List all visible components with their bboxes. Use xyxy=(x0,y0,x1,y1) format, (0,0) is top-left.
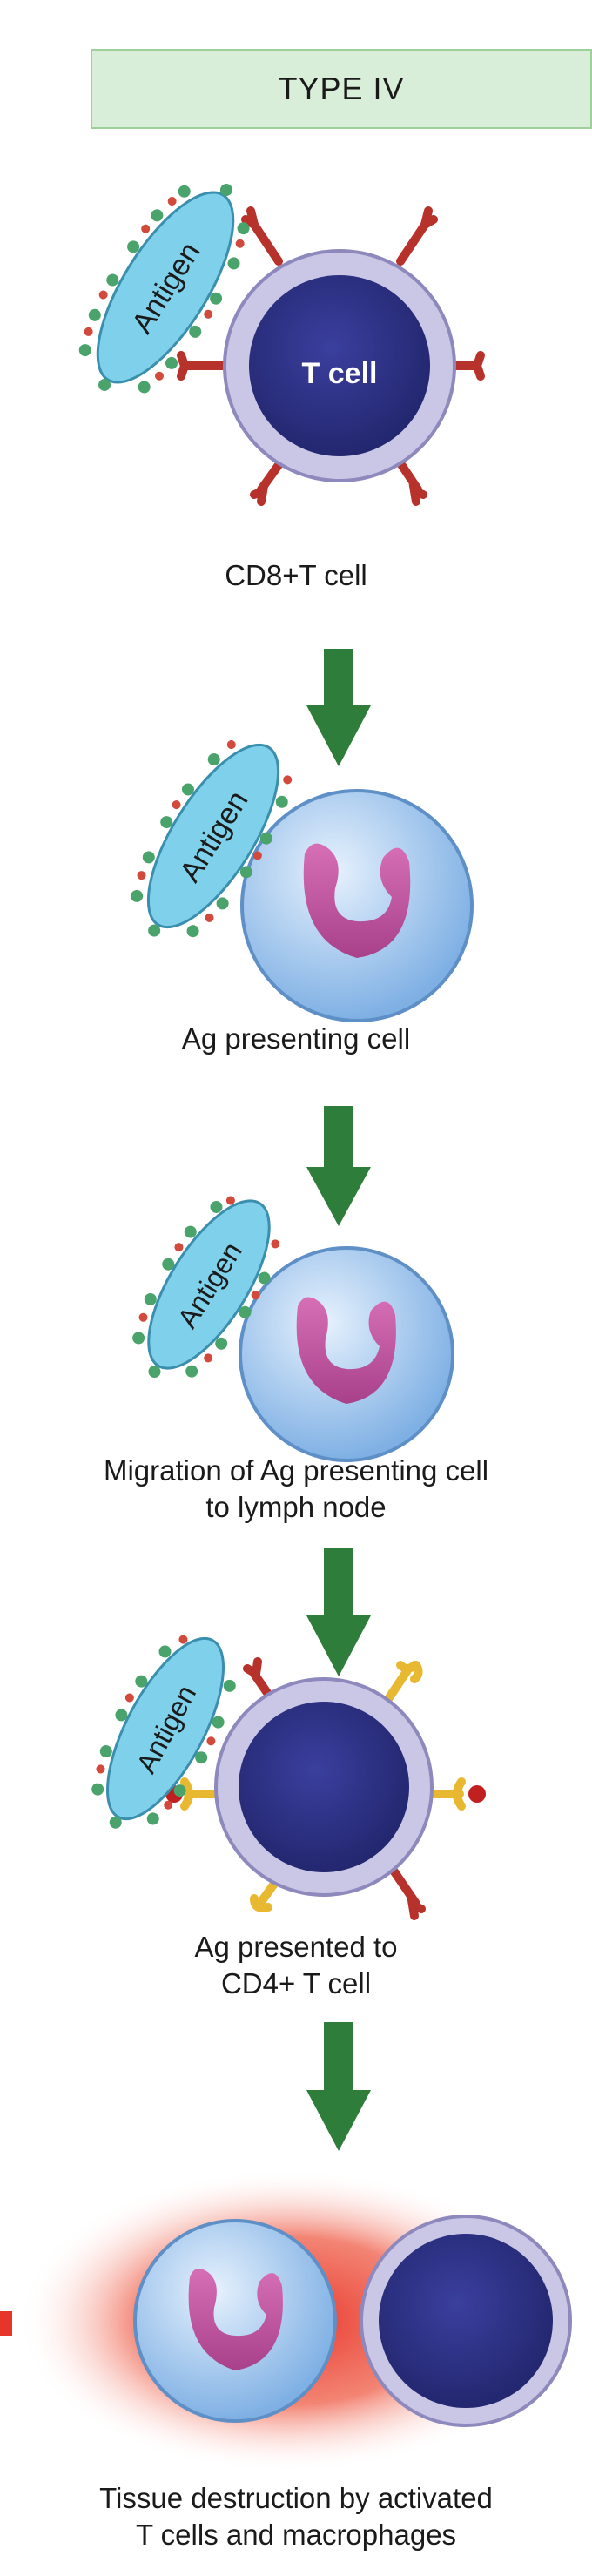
step5-caption: Tissue destruction by activated T cells … xyxy=(0,2480,592,2553)
caption-text: Ag presenting cell xyxy=(181,1022,411,1055)
caption-line-2: CD4+ T cell xyxy=(220,1967,372,1999)
caption-line-2: T cells and macrophages xyxy=(135,2519,457,2551)
apc-body xyxy=(239,1246,454,1462)
type-iv-header: TYPE IV xyxy=(91,49,592,129)
header-title: TYPE IV xyxy=(278,71,405,106)
caption-line-1: Ag presented to xyxy=(194,1931,398,1963)
cd4-t-cell-group: Antigen xyxy=(91,1635,486,1920)
caption-line-1: Tissue destruction by activated xyxy=(99,2482,493,2514)
t-cell-nucleus xyxy=(239,1702,409,1872)
activated-t-cell-nucleus xyxy=(379,2234,553,2408)
apc-group-2: Antigen xyxy=(132,1196,454,1462)
step3-caption: Migration of Ag presenting cell to lymph… xyxy=(0,1453,592,1526)
inflammation-edge xyxy=(0,2311,12,2336)
bound-antigen-dot xyxy=(468,1785,486,1803)
antigen-1: Antigen xyxy=(78,184,250,394)
antigen-2: Antigen xyxy=(131,740,293,938)
apc-group-1: Antigen xyxy=(131,740,474,1022)
macrophage-body xyxy=(133,2219,337,2423)
apc-body xyxy=(240,789,474,1022)
arrow-4 xyxy=(306,2022,371,2151)
apc-nucleus xyxy=(303,843,411,958)
apc-nucleus xyxy=(296,1297,396,1404)
caption-line-2: to lymph node xyxy=(205,1491,387,1523)
caption-line-1: Migration of Ag presenting cell xyxy=(103,1454,489,1487)
step4-caption: Ag presented to CD4+ T cell xyxy=(0,1929,592,2002)
arrow-3 xyxy=(306,1548,371,1676)
antigen-4: Antigen xyxy=(91,1635,236,1829)
caption-text: CD8+T cell xyxy=(225,559,367,591)
arrow-2 xyxy=(306,1106,371,1226)
cd8-t-cell-group: T cell Antigen xyxy=(78,184,485,506)
step1-caption: CD8+T cell xyxy=(0,557,592,594)
step2-caption: Ag presenting cell xyxy=(0,1021,592,1057)
t-cell-inner-label: T cell xyxy=(302,357,378,390)
t-cell-nucleus xyxy=(249,275,430,456)
macrophage-nucleus xyxy=(188,2269,283,2370)
arrow-1 xyxy=(306,649,371,766)
tissue-destruction-group xyxy=(0,2168,572,2473)
